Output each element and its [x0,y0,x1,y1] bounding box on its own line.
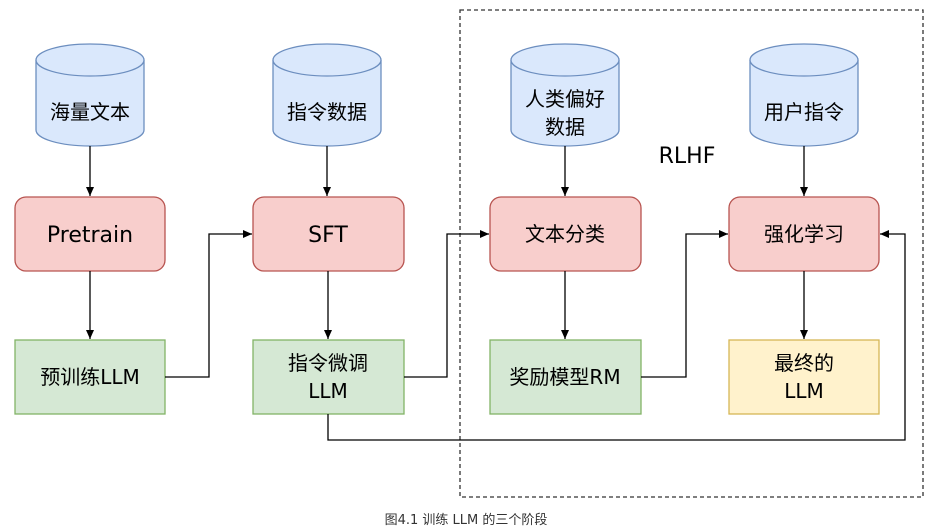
process-pretrain: Pretrain [14,196,166,272]
model-label-line-1: 指令微调 [288,351,368,375]
rlhf-group-border [459,9,924,498]
model-final-llm: 最终的 LLM [728,339,880,415]
process-reinforcement-learning: 强化学习 [728,196,880,272]
model-label: 预训练LLM [40,365,140,389]
database-label-line-2: 数据 [545,115,585,139]
database-corpus: 海量文本 [35,43,145,147]
arrow-pretrained-llm-to-sft [165,230,252,378]
database-preference-data: 人类偏好 数据 [510,43,620,147]
arrow-reward-model-to-rl [641,230,728,378]
model-label: 奖励模型RM [509,365,620,389]
connectors [86,146,906,441]
process-label: Pretrain [47,223,133,248]
model-reward-model: 奖励模型RM [489,339,642,415]
database-label: 指令数据 [287,100,367,124]
cylinder-top [510,43,620,77]
process-label: SFT [308,223,348,248]
cylinder-top [749,43,859,77]
rlhf-group-label: RLHF [659,144,716,169]
cylinder-top [272,43,382,77]
process-label: 强化学习 [764,222,844,246]
model-label-line-2: LLM [308,379,348,403]
model-label-line-2: LLM [784,379,824,403]
cylinder-top [35,43,145,77]
arrow-instruction-tuned-llm-to-classification [404,230,489,378]
arrow-instruction-tuned-llm-to-rl [327,230,906,441]
figure-caption: 图4.1 训练 LLM 的三个阶段 [385,512,548,528]
model-instruction-tuned-llm: 指令微调 LLM [252,339,405,415]
model-label-line-1: 最终的 [774,351,834,375]
database-user-instructions: 用户指令 [749,43,859,147]
database-instruction-data: 指令数据 [272,43,382,147]
database-label-line-1: 人类偏好 [525,87,605,111]
database-label: 用户指令 [764,100,844,124]
process-label: 文本分类 [525,222,605,246]
database-label: 海量文本 [50,100,130,124]
process-sft: SFT [252,196,405,272]
model-pretrained-llm: 预训练LLM [14,339,166,415]
process-text-classification: 文本分类 [489,196,642,272]
